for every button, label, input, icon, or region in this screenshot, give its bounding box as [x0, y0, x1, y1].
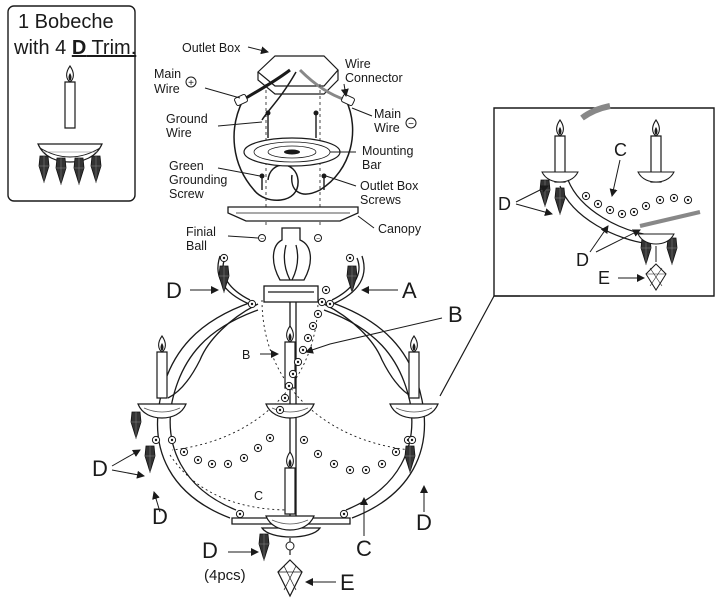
part-d-lower-left: D	[152, 504, 168, 529]
ground-wire	[261, 71, 297, 121]
bobeche-inset-box: 1 Bobeche with 4 D Trim.	[7, 5, 136, 202]
part-d-lower-right: D	[416, 510, 432, 535]
component-labels: Outlet Box Main Wire + Wire Connector Ma…	[154, 41, 422, 253]
label-outlet-box: Outlet Box	[182, 41, 241, 55]
label-finial-ball-2: Ball	[186, 239, 207, 253]
label-mounting-bar-2: Bar	[362, 158, 381, 172]
inset-title-line2: with 4 D Trim.	[13, 37, 136, 59]
inset-candle-icon	[64, 65, 76, 129]
label-mounting-bar-1: Mounting	[362, 144, 413, 158]
inset-part-e: E	[598, 268, 610, 288]
label-finial-ball-1: Finial	[186, 225, 216, 239]
finial-crystal-ball	[277, 538, 303, 598]
plus-icon	[185, 76, 197, 88]
canopy-icon	[227, 206, 359, 222]
detail-zoom-inset	[439, 103, 715, 397]
label-main-wire-positive-2: Wire	[154, 82, 180, 96]
label-main-wire-negative-1: Main	[374, 107, 401, 121]
label-wire-connector-2: Connector	[345, 71, 403, 85]
label-ground-wire-2: Wire	[166, 126, 192, 140]
label-wire-connector-1: Wire	[345, 57, 371, 71]
part-d-bottom: D	[202, 538, 218, 563]
svg-text:−: −	[316, 236, 320, 243]
leader-lines	[111, 46, 645, 586]
inset-title-line1: 1 Bobeche	[18, 11, 114, 33]
label-green-grounding-3: Screw	[169, 187, 205, 201]
inset-part-c: C	[614, 140, 627, 160]
label-green-grounding-2: Grounding	[169, 173, 227, 187]
inset-part-d-1: D	[498, 194, 511, 214]
label-ground-wire-1: Ground	[166, 112, 208, 126]
part-d-top-left: D	[166, 278, 182, 303]
finial-ball-icon	[258, 234, 266, 242]
label-main-wire-positive-1: Main	[154, 67, 181, 81]
svg-text:+: +	[188, 78, 194, 89]
label-outlet-box-screws-2: Screws	[360, 193, 401, 207]
chandelier-body	[156, 227, 426, 538]
part-d-quantity: (4pcs)	[204, 567, 246, 584]
part-c-small: C	[254, 489, 263, 503]
svg-text:−: −	[260, 236, 264, 243]
label-green-grounding-1: Green	[169, 159, 204, 173]
part-a: A	[402, 278, 417, 303]
part-c: C	[356, 536, 372, 561]
part-b-small: B	[242, 348, 250, 362]
part-d-left: D	[92, 456, 108, 481]
part-b: B	[448, 302, 463, 327]
part-letters: D A B B D C D D C D (4pcs) E D C D E	[92, 140, 627, 595]
label-canopy: Canopy	[378, 222, 422, 236]
outlet-box-screw-icon	[321, 173, 327, 179]
part-e: E	[340, 570, 355, 595]
svg-text:−: −	[408, 119, 414, 130]
minus-icon	[405, 117, 417, 129]
label-main-wire-negative-2: Wire	[374, 121, 400, 135]
outlet-box-assembly: − −	[227, 55, 359, 243]
label-outlet-box-screws-1: Outlet Box	[360, 179, 419, 193]
inset-bobeche-icon	[37, 143, 103, 163]
outlet-box-icon	[257, 55, 339, 87]
inset-part-d-2: D	[576, 250, 589, 270]
green-grounding-screw-icon	[259, 173, 265, 179]
wire-connector-icon	[341, 93, 355, 107]
